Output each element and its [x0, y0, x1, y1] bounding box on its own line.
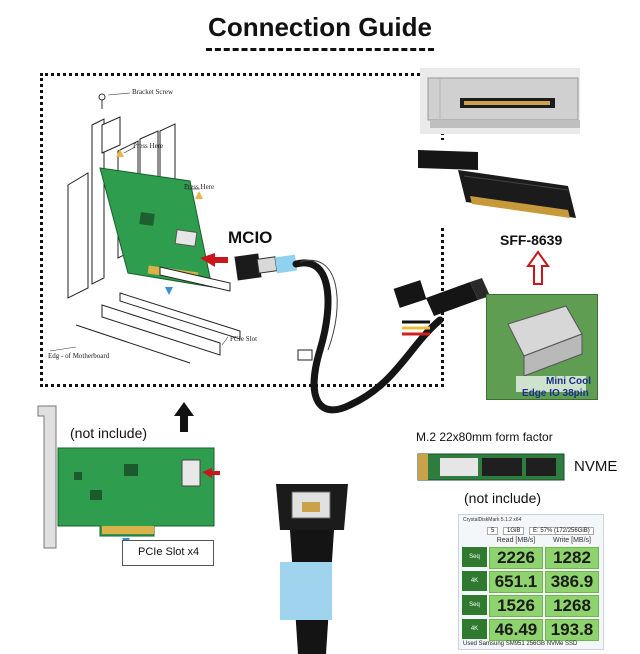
black-up-arrow: [174, 402, 194, 432]
write-column-header: Write [MB/s]: [553, 537, 591, 544]
write-value: 1282: [545, 547, 599, 569]
pcie-slot-x4-box: [122, 540, 214, 566]
write-value: 1268: [545, 595, 599, 617]
label-pcie-slot: PCIe Slot: [230, 335, 258, 343]
mini-cool-connector-shape: [507, 305, 586, 392]
label-press-here-2: Press Here: [184, 183, 215, 191]
row-label[interactable]: 4K: [462, 619, 487, 639]
row-label[interactable]: Seq: [462, 595, 487, 615]
label-press-here-1: Press Here: [133, 142, 164, 150]
benchmark-setting-size: 1GiB: [503, 527, 525, 535]
u2-ssd-image: [420, 68, 580, 134]
read-value: 2226: [489, 547, 543, 569]
read-value: 46.49: [489, 619, 543, 641]
mcio-connector-closeup: [276, 484, 348, 654]
mcio-label: MCIO: [228, 228, 273, 247]
installation-drawing: [49, 92, 241, 364]
benchmark-setting-runs: 5: [487, 527, 499, 535]
write-value: 386.9: [545, 571, 599, 593]
adapter-card-image: [37, 405, 220, 549]
row-label[interactable]: 4K Q32T1: [462, 571, 487, 604]
benchmark-setting-drive: E: 57% (172/256GiB): [529, 527, 594, 535]
red-up-arrow: [526, 250, 550, 285]
benchmark-footer: Used Samsung SM951 256GB NVMe SSD: [463, 641, 578, 647]
sff-label: SFF-8639: [500, 232, 563, 248]
row-label[interactable]: Seq Q32T1: [462, 547, 487, 580]
title-underline: [206, 48, 434, 51]
not-include-label-ssd: (not include): [464, 490, 542, 506]
page-title: Connection Guide: [208, 12, 432, 42]
read-column-header: Read [MB/s]: [496, 537, 536, 544]
sff8639-connector-image: [418, 140, 580, 228]
write-value: 193.8: [545, 619, 599, 641]
mini-cool-label-line1: Mini Cool: [546, 376, 591, 387]
read-value: 651.1: [489, 571, 543, 593]
nvme-label: NVME: [574, 458, 618, 475]
m2-nvme-ssd-image: [417, 453, 565, 481]
m2-form-factor-label: M.2 22x80mm form factor: [416, 430, 553, 444]
benchmark-window-title: CrystalDiskMark 5.1.2 x64: [463, 517, 522, 523]
label-edge-of-motherboard: Edg - of Motherboard: [48, 352, 110, 360]
pcie-slot-x4-label: PCIe Slot x4: [138, 546, 200, 558]
benchmark-window: CrystalDiskMark 5.1.2 x64 5 1GiB E: 57% …: [458, 514, 604, 650]
mini-cool-label-line2: Edge IO 38pin: [522, 388, 589, 399]
read-value: 1526: [489, 595, 543, 617]
installation-diagram: [40, 73, 444, 387]
not-include-label-card: (not include): [70, 425, 148, 441]
label-bracket-screw: Bracket Screw: [132, 88, 174, 96]
